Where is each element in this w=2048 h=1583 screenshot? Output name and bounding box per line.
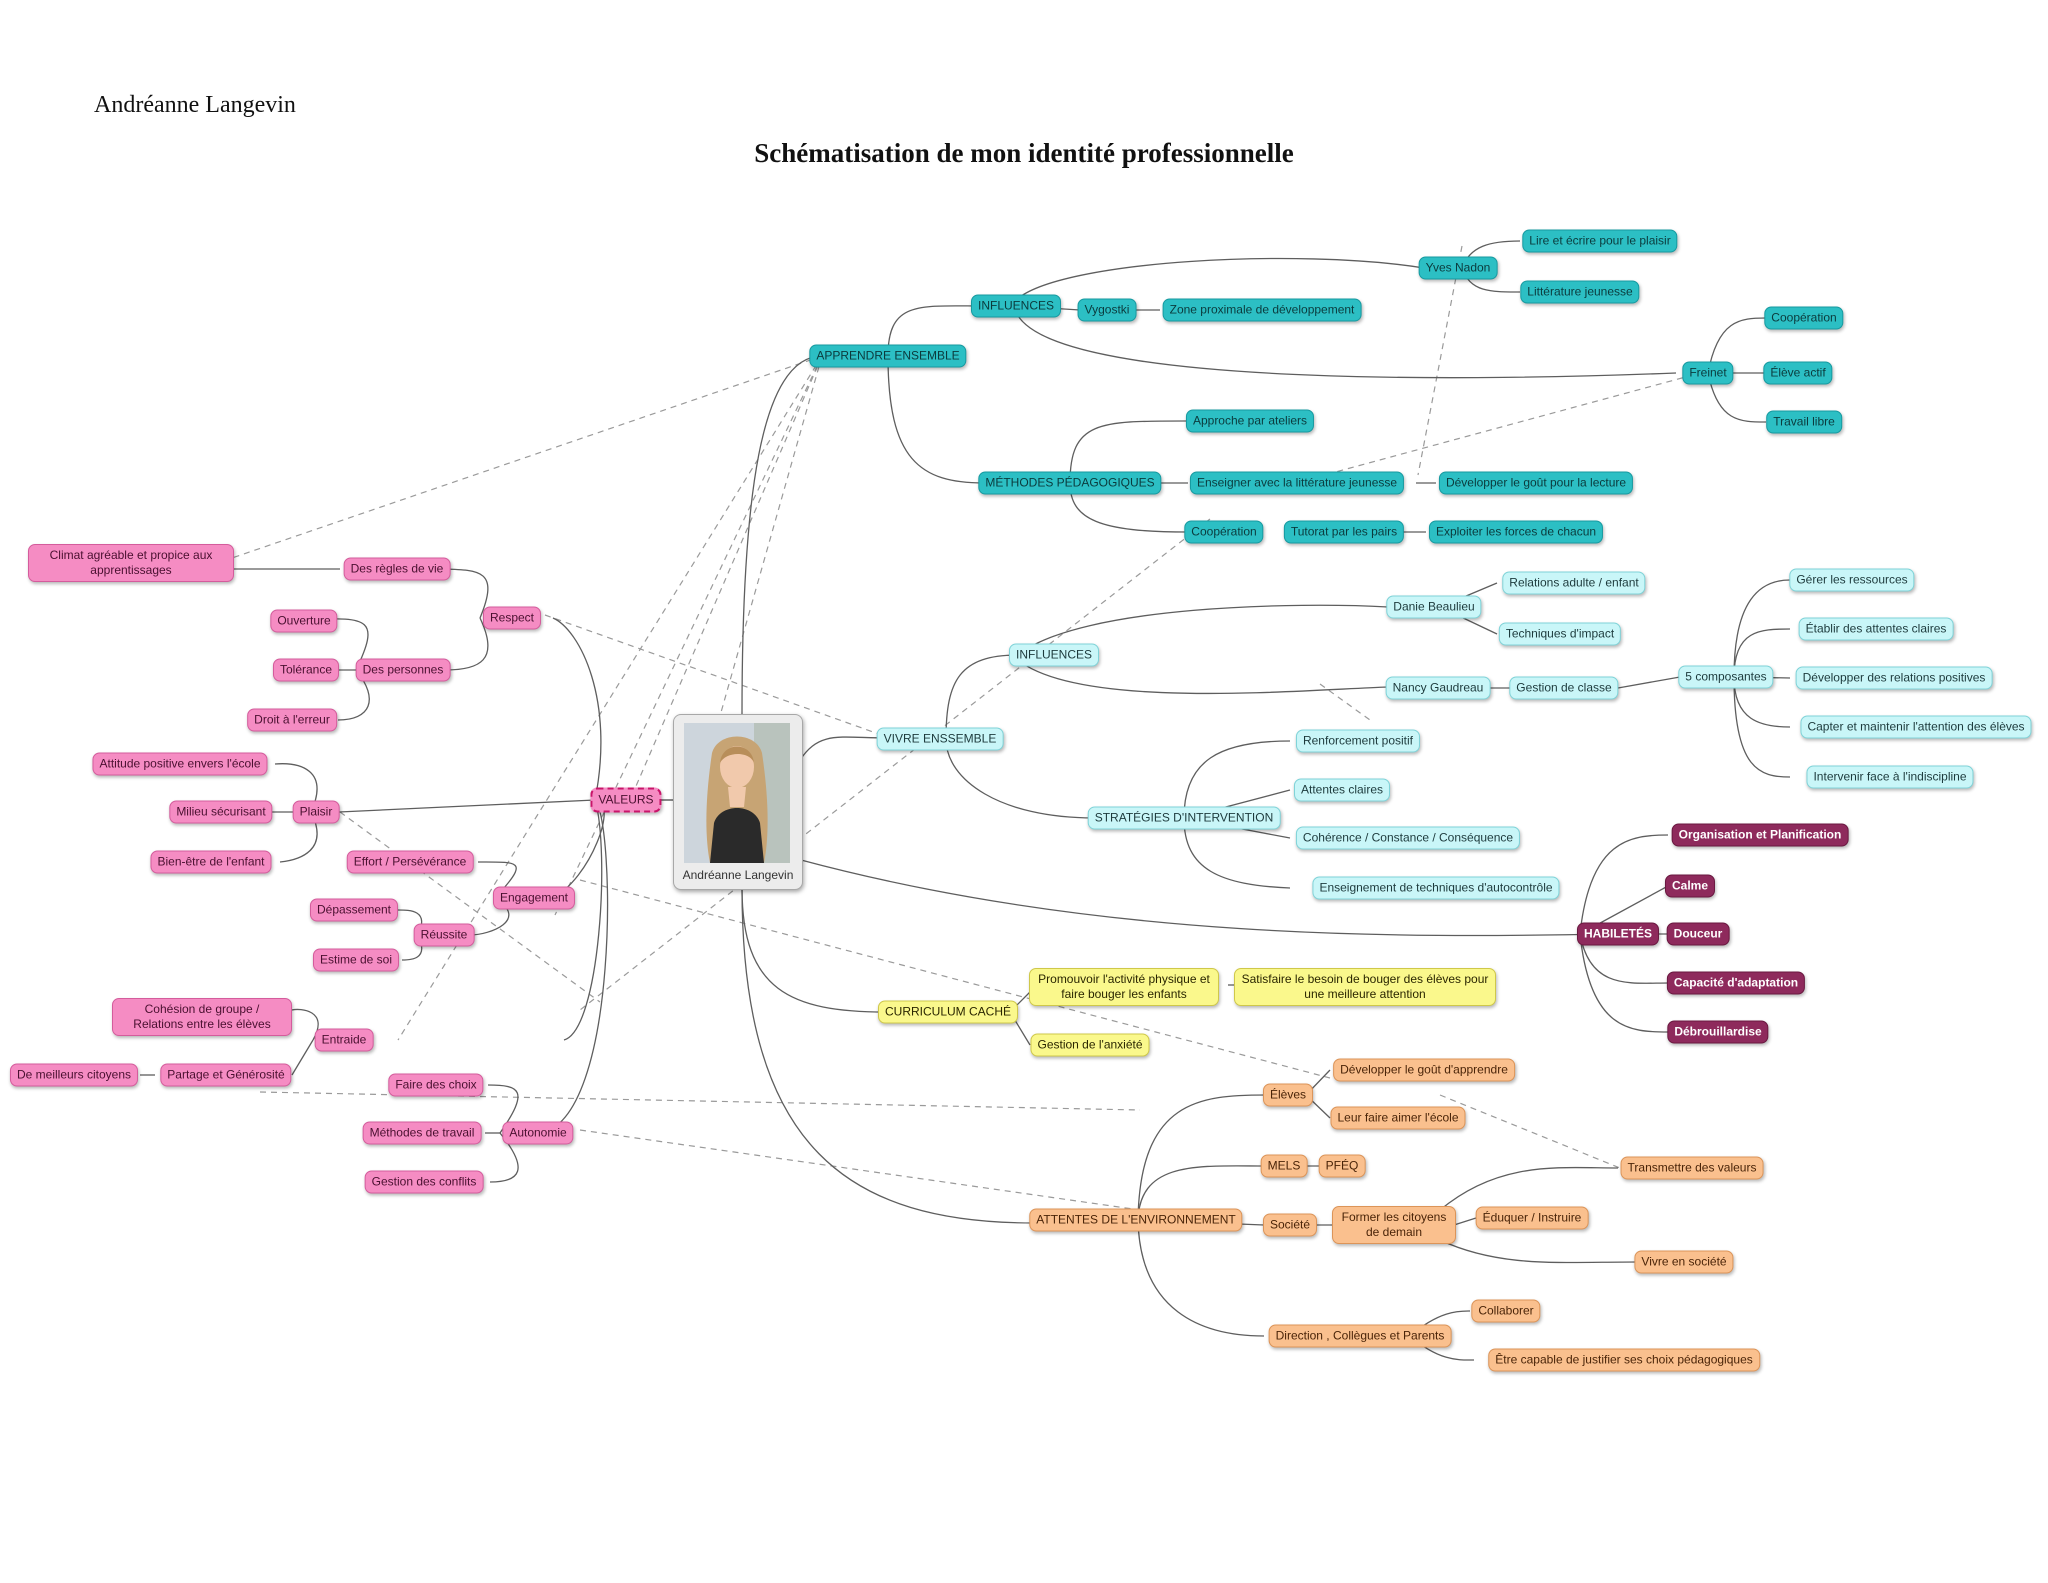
document-title: Schématisation de mon identité professio… xyxy=(754,138,1294,168)
node-eleve-actif[interactable]: Élève actif xyxy=(1763,361,1833,385)
node-freinet[interactable]: Freinet xyxy=(1682,361,1734,385)
node-strategies-intervention[interactable]: STRATÉGIES D'INTERVENTION xyxy=(1087,806,1281,830)
node-autocontrole[interactable]: Enseignement de techniques d'autocontrôl… xyxy=(1312,876,1560,900)
node-eleves[interactable]: Élèves xyxy=(1262,1083,1314,1107)
node-vivre-societe[interactable]: Vivre en société xyxy=(1634,1250,1734,1274)
node-respect[interactable]: Respect xyxy=(482,606,542,630)
node-methodes-travail[interactable]: Méthodes de travail xyxy=(362,1121,482,1145)
node-relations-adulte-enfant[interactable]: Relations adulte / enfant xyxy=(1502,571,1646,595)
portrait-photo xyxy=(684,723,790,863)
node-reussite[interactable]: Réussite xyxy=(413,923,475,947)
node-pfeq[interactable]: PFÉQ xyxy=(1318,1154,1366,1178)
node-apprendre-influences[interactable]: INFLUENCES xyxy=(970,294,1062,318)
node-climat-agreable[interactable]: Climat agréable et propice aux apprentis… xyxy=(28,544,234,582)
portrait-illustration xyxy=(684,723,790,863)
node-direction-collegues[interactable]: Direction , Collègues et Parents xyxy=(1268,1324,1452,1348)
node-depassement[interactable]: Dépassement xyxy=(309,898,399,922)
node-promouvoir-activite[interactable]: Promouvoir l'activité physique et faire … xyxy=(1029,968,1219,1006)
node-apprendre-ensemble[interactable]: APPRENDRE ENSEMBLE xyxy=(809,344,967,368)
node-5-composantes[interactable]: 5 composantes xyxy=(1678,665,1774,689)
node-effort-perseverance[interactable]: Effort / Persévérance xyxy=(346,850,474,874)
node-eduquer-instruire[interactable]: Éduquer / Instruire xyxy=(1475,1206,1589,1230)
node-justifier-choix[interactable]: Être capable de justifier ses choix péda… xyxy=(1488,1348,1760,1372)
node-gout-apprendre[interactable]: Développer le goût d'apprendre xyxy=(1333,1058,1515,1082)
node-droit-erreur[interactable]: Droit à l'erreur xyxy=(247,708,337,732)
node-danie-beaulieu[interactable]: Danie Beaulieu xyxy=(1386,595,1482,619)
node-capter-attention[interactable]: Capter et maintenir l'attention des élèv… xyxy=(1800,715,2032,739)
node-zone-proximale[interactable]: Zone proximale de développement xyxy=(1162,298,1362,322)
node-collaborer[interactable]: Collaborer xyxy=(1471,1299,1541,1323)
node-yves-nadon[interactable]: Yves Nadon xyxy=(1418,256,1498,280)
node-douceur[interactable]: Douceur xyxy=(1666,922,1730,946)
node-techniques-impact[interactable]: Techniques d'impact xyxy=(1498,622,1622,646)
node-freinet-cooperation[interactable]: Coopération xyxy=(1764,306,1844,330)
central-node-label: Andréanne Langevin xyxy=(682,868,794,882)
node-cohesion-groupe[interactable]: Cohésion de groupe / Relations entre les… xyxy=(112,998,292,1036)
node-capacite-adaptation[interactable]: Capacité d'adaptation xyxy=(1666,971,1806,995)
node-curriculum-cache[interactable]: CURRICULUM CACHÉ xyxy=(877,1000,1019,1024)
node-tutorat[interactable]: Tutorat par les pairs xyxy=(1283,520,1405,544)
node-gout-lecture[interactable]: Développer le goût pour la lecture xyxy=(1438,471,1634,495)
node-former-citoyens[interactable]: Former les citoyens de demain xyxy=(1332,1206,1456,1244)
node-enseigner-litterature[interactable]: Enseigner avec la littérature jeunesse xyxy=(1189,471,1405,495)
node-gestion-conflits[interactable]: Gestion des conflits xyxy=(364,1170,484,1194)
node-calme[interactable]: Calme xyxy=(1664,874,1716,898)
node-vivre-ensemble[interactable]: VIVRE ENSSEMBLE xyxy=(876,727,1004,751)
node-attentes-claires[interactable]: Attentes claires xyxy=(1293,778,1391,802)
node-gestion-classe[interactable]: Gestion de classe xyxy=(1509,676,1619,700)
node-tolerance[interactable]: Tolérance xyxy=(272,658,340,682)
node-transmettre-valeurs[interactable]: Transmettre des valeurs xyxy=(1620,1156,1764,1180)
node-partage-generosite[interactable]: Partage et Générosité xyxy=(160,1063,292,1087)
node-approche-ateliers[interactable]: Approche par ateliers xyxy=(1185,409,1315,433)
node-organisation-planification[interactable]: Organisation et Planification xyxy=(1671,823,1849,847)
node-ouverture[interactable]: Ouverture xyxy=(270,609,338,633)
node-coherence[interactable]: Cohérence / Constance / Conséquence xyxy=(1295,826,1521,850)
node-estime-soi[interactable]: Estime de soi xyxy=(312,948,400,972)
node-nancy-gaudreau[interactable]: Nancy Gaudreau xyxy=(1385,676,1491,700)
node-attitude-positive[interactable]: Attitude positive envers l'école xyxy=(92,752,268,776)
node-entraide[interactable]: Entraide xyxy=(314,1028,374,1052)
node-des-personnes[interactable]: Des personnes xyxy=(355,658,451,682)
central-portrait-card[interactable]: Andréanne Langevin xyxy=(673,714,803,890)
node-habiletes[interactable]: HABILETÉS xyxy=(1576,922,1660,946)
node-societe[interactable]: Société xyxy=(1262,1213,1318,1237)
node-etablir-attentes[interactable]: Établir des attentes claires xyxy=(1798,617,1954,641)
node-faire-choix[interactable]: Faire des choix xyxy=(388,1073,484,1097)
node-milieu-securisant[interactable]: Milieu sécurisant xyxy=(169,800,273,824)
node-methodes-pedagogiques[interactable]: MÉTHODES PÉDAGOGIQUES xyxy=(978,471,1162,495)
node-attentes-environnement[interactable]: ATTENTES DE L'ENVIRONNEMENT xyxy=(1029,1208,1243,1232)
node-autonomie[interactable]: Autonomie xyxy=(502,1121,574,1145)
node-renforcement-positif[interactable]: Renforcement positif xyxy=(1295,729,1421,753)
author-name: Andréanne Langevin xyxy=(94,92,296,118)
node-relations-positives[interactable]: Développer des relations positives xyxy=(1795,666,1993,690)
node-gestion-anxiete[interactable]: Gestion de l'anxiété xyxy=(1030,1033,1150,1057)
node-bien-etre[interactable]: Bien-être de l'enfant xyxy=(150,850,272,874)
node-litterature-jeunesse[interactable]: Littérature jeunesse xyxy=(1520,280,1640,304)
node-gerer-ressources[interactable]: Gérer les ressources xyxy=(1789,568,1915,592)
node-travail-libre[interactable]: Travail libre xyxy=(1766,410,1842,434)
node-methodes-cooperation[interactable]: Coopération xyxy=(1184,520,1264,544)
node-regles-vie[interactable]: Des règles de vie xyxy=(343,557,451,581)
node-mels[interactable]: MELS xyxy=(1260,1154,1308,1178)
node-debrouillardise[interactable]: Débrouillardise xyxy=(1667,1020,1769,1044)
node-intervenir-indiscipline[interactable]: Intervenir face à l'indiscipline xyxy=(1806,765,1974,789)
node-engagement[interactable]: Engagement xyxy=(492,886,576,910)
node-meilleurs-citoyens[interactable]: De meilleurs citoyens xyxy=(9,1063,139,1087)
node-forces-chacun[interactable]: Exploiter les forces de chacun xyxy=(1428,520,1604,544)
node-aimer-ecole[interactable]: Leur faire aimer l'école xyxy=(1330,1106,1466,1130)
node-lire-ecrire[interactable]: Lire et écrire pour le plaisir xyxy=(1522,229,1678,253)
node-vygotski[interactable]: Vygostki xyxy=(1077,298,1137,322)
node-plaisir[interactable]: Plaisir xyxy=(292,800,340,824)
node-satisfaire-besoin[interactable]: Satisfaire le besoin de bouger des élève… xyxy=(1234,968,1496,1006)
node-vivre-influences[interactable]: INFLUENCES xyxy=(1008,643,1100,667)
node-valeurs[interactable]: VALEURS xyxy=(590,787,662,813)
